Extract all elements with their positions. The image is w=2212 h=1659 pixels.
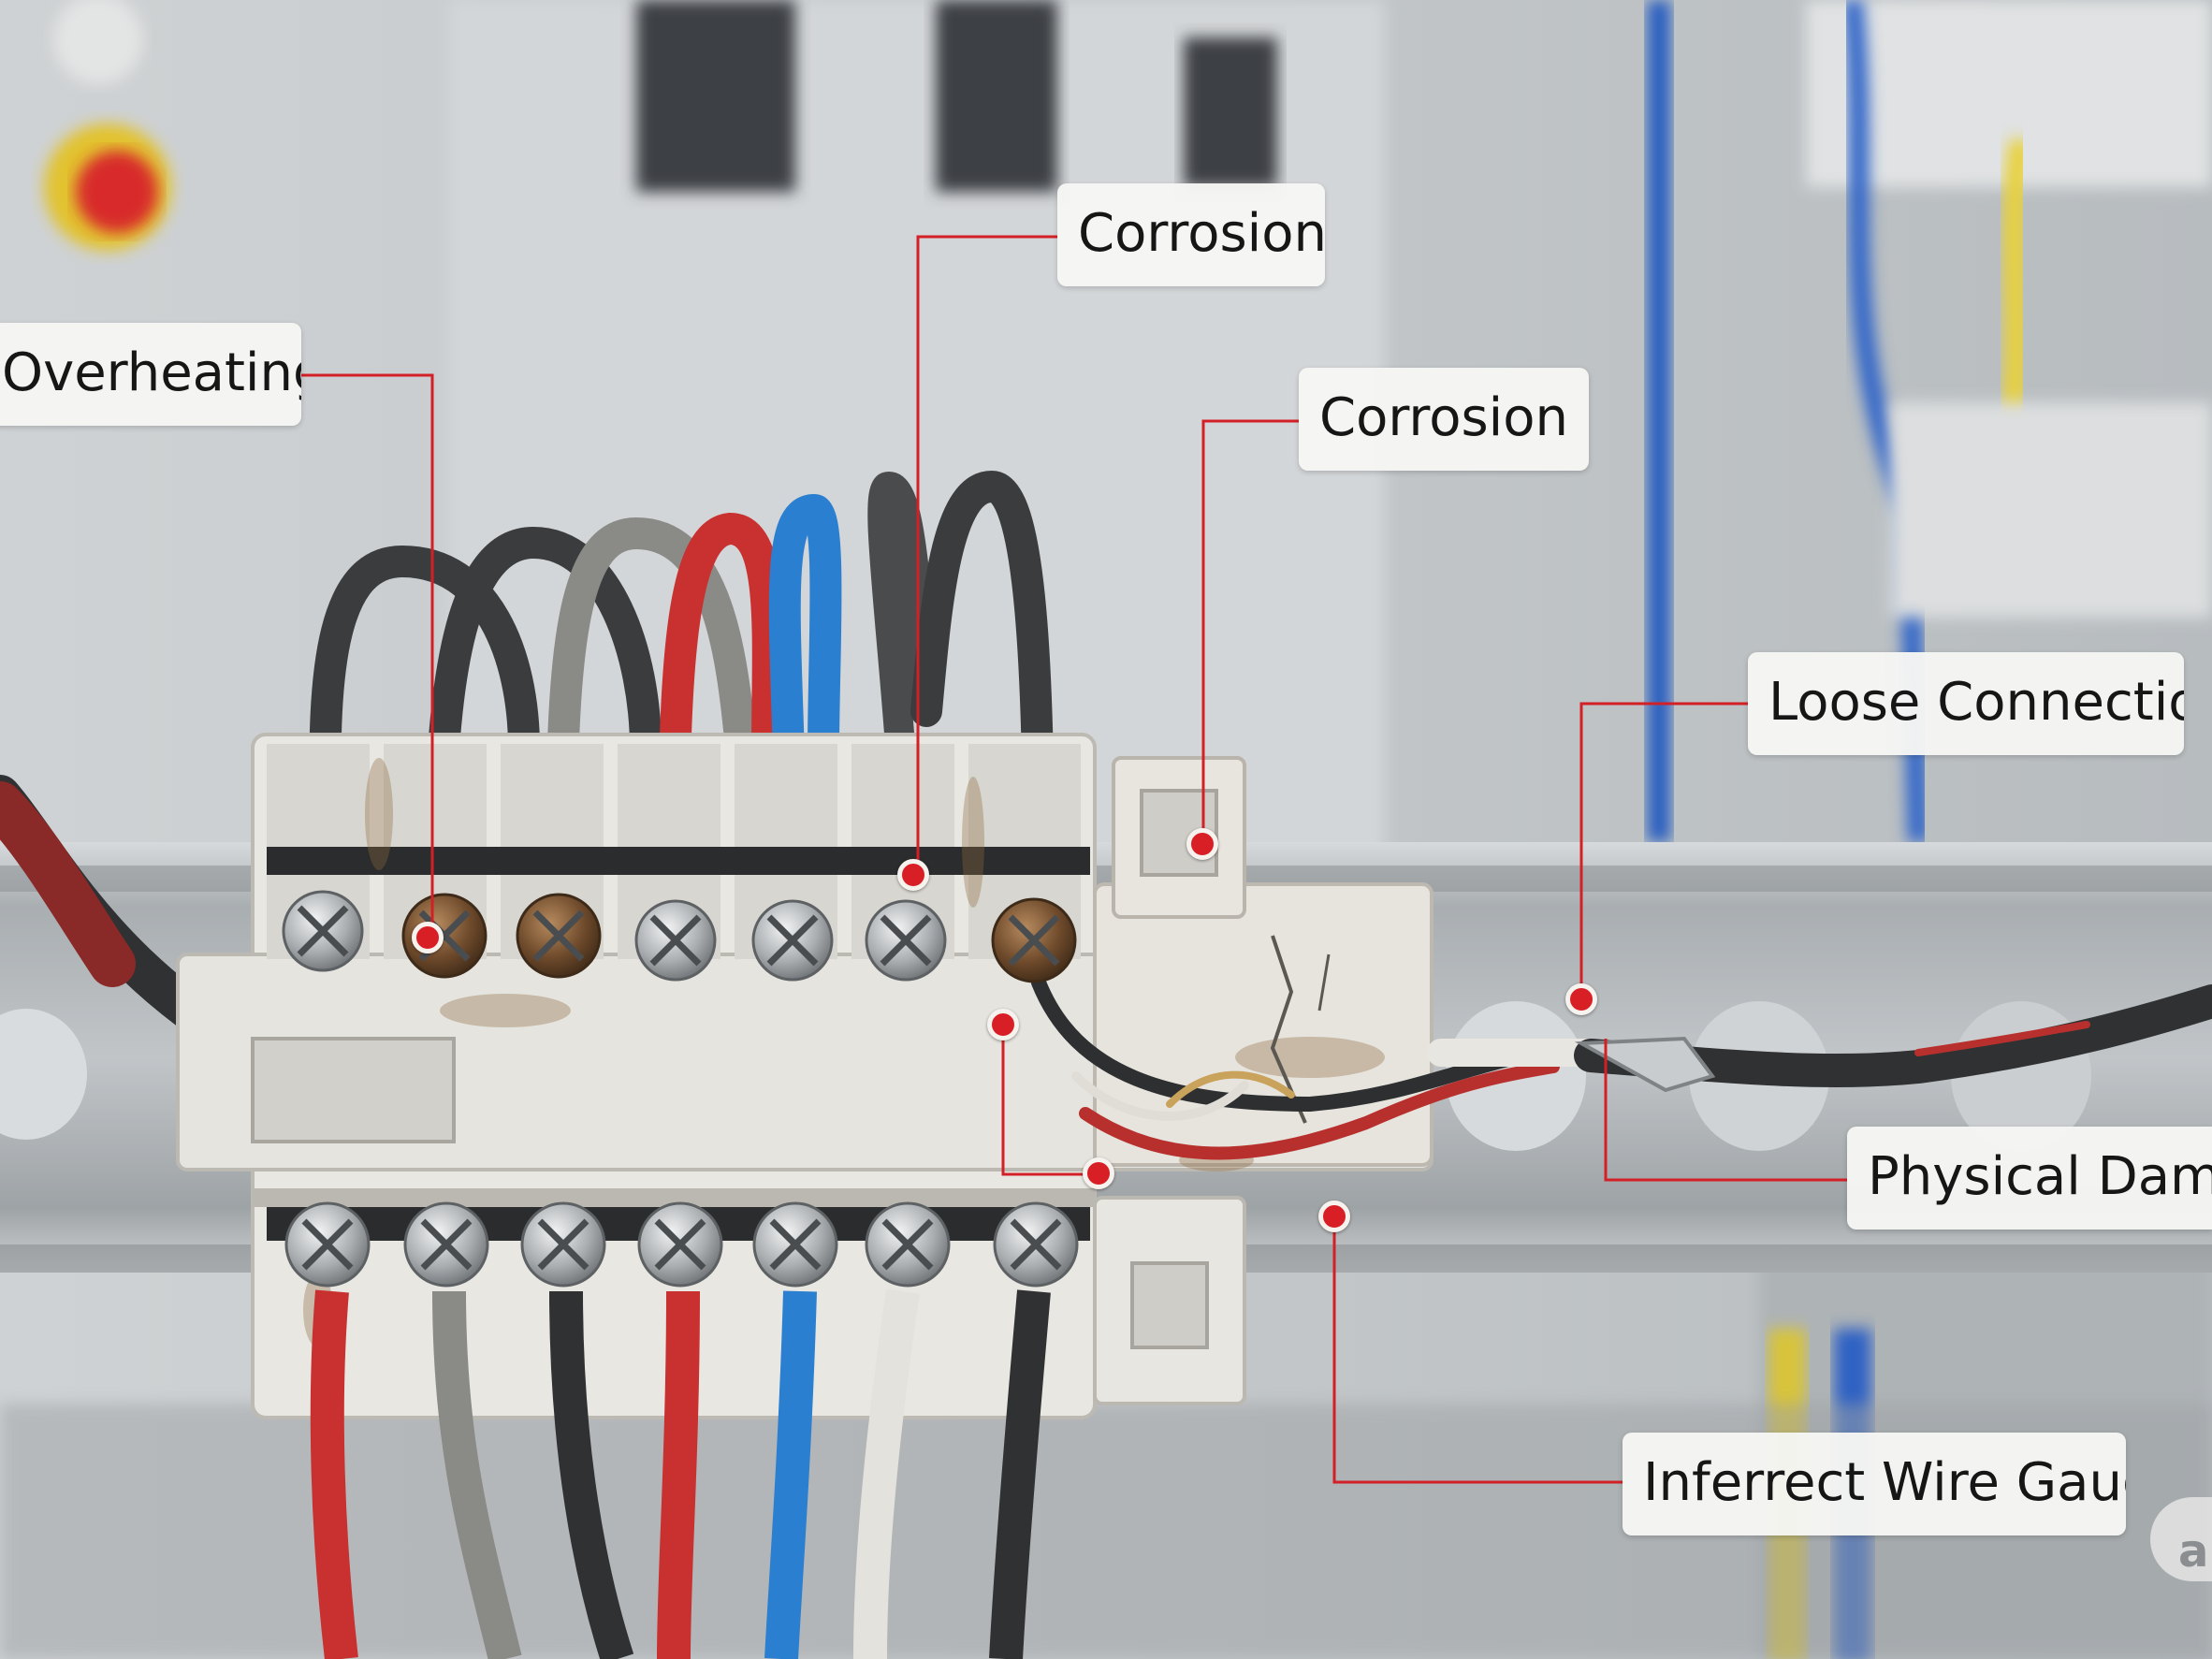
watermark-badge: al xyxy=(2150,1497,2212,1581)
leader-line-corrosion-2 xyxy=(1201,419,1299,844)
marker-overheating xyxy=(412,922,444,953)
leader-line-physical-damage-2 xyxy=(1001,1022,1100,1176)
label-corrosion-2: Corrosion xyxy=(1299,368,1589,471)
label-incorrect-wire-gauge: Inferrect Wire Gauge xyxy=(1623,1433,2126,1535)
bottom-screw-row xyxy=(284,1201,1079,1288)
upper-wire-loops xyxy=(309,470,1055,886)
label-overheating: Overheating xyxy=(0,323,301,426)
lower-wires xyxy=(310,1288,1051,1659)
label-physical-damage: Physical Damag xyxy=(1847,1127,2212,1230)
label-loose-connection: Loose Connection xyxy=(1748,652,2184,755)
marker-physical-damage-upper xyxy=(987,1009,1019,1041)
marker-loose-connection xyxy=(1565,983,1597,1015)
leader-line-overheating xyxy=(301,373,434,938)
marker-corrosion-2 xyxy=(1186,828,1218,860)
leader-lines xyxy=(301,235,1847,1484)
marker-physical-damage-lower xyxy=(1083,1157,1114,1189)
marker-corrosion-1 xyxy=(897,859,929,891)
marker-incorrect-wire-gauge xyxy=(1318,1201,1350,1232)
right-cable xyxy=(1427,984,2212,1093)
label-corrosion-1: Corrosion xyxy=(1057,183,1325,286)
leader-line-physical-damage xyxy=(1604,1039,1847,1182)
leader-line-loose-connection xyxy=(1579,702,1748,998)
leader-line-corrosion-1 xyxy=(916,235,1057,875)
leader-line-incorrect-gauge xyxy=(1332,1216,1623,1484)
